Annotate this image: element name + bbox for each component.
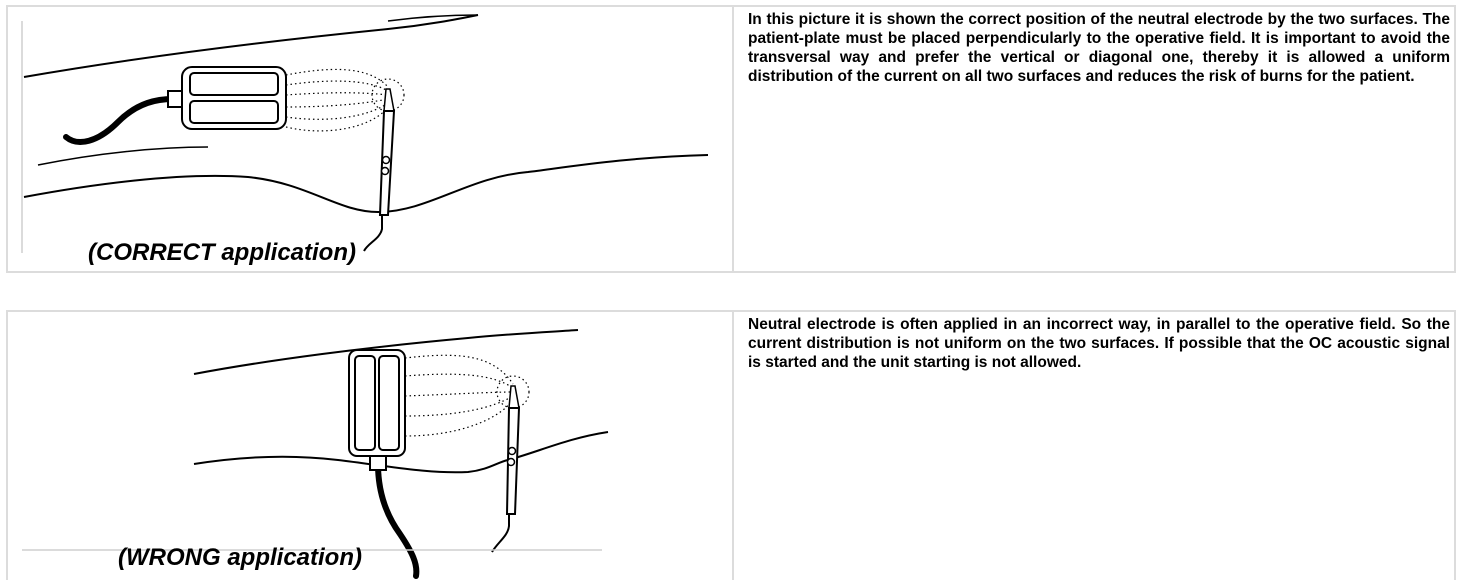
active-electrode-pen xyxy=(363,88,396,252)
correct-application-illustration xyxy=(21,14,709,253)
arm-outline-top xyxy=(23,14,479,78)
wrong-application-illustration xyxy=(22,329,609,579)
description-text: Neutral electrode is often applied in an… xyxy=(748,316,1450,371)
electrode-surface-left xyxy=(354,355,376,451)
description-text: In this picture it is shown the correct … xyxy=(748,11,1450,85)
arm-outline-bottom xyxy=(193,431,609,474)
electrode-cable xyxy=(375,461,420,579)
current-field-lines xyxy=(404,354,530,437)
arm-outline-top xyxy=(193,329,579,375)
electrode-surface-bottom xyxy=(189,100,279,124)
cable-connector xyxy=(167,90,183,108)
arm-outline-top-tip xyxy=(387,14,479,22)
electrode-surface-right xyxy=(378,355,400,451)
figure-caption: (WRONG application) xyxy=(118,544,362,571)
active-electrode-pen xyxy=(491,385,521,553)
correct-application-figure-cell: (CORRECT application) xyxy=(8,7,734,271)
arm-outline-bottom xyxy=(23,154,709,214)
electrode-surface-top xyxy=(189,72,279,96)
wrong-application-panel: (WRONG application) Neutral electrode is… xyxy=(6,310,1456,580)
current-field-lines xyxy=(285,68,405,132)
arm-outline-inner xyxy=(37,146,209,166)
correct-application-panel: (CORRECT application) In this picture it… xyxy=(6,5,1456,273)
electrode-cable xyxy=(63,96,176,145)
wrong-application-figure-cell: (WRONG application) xyxy=(8,312,734,580)
figure-caption: (CORRECT application) xyxy=(88,239,356,266)
